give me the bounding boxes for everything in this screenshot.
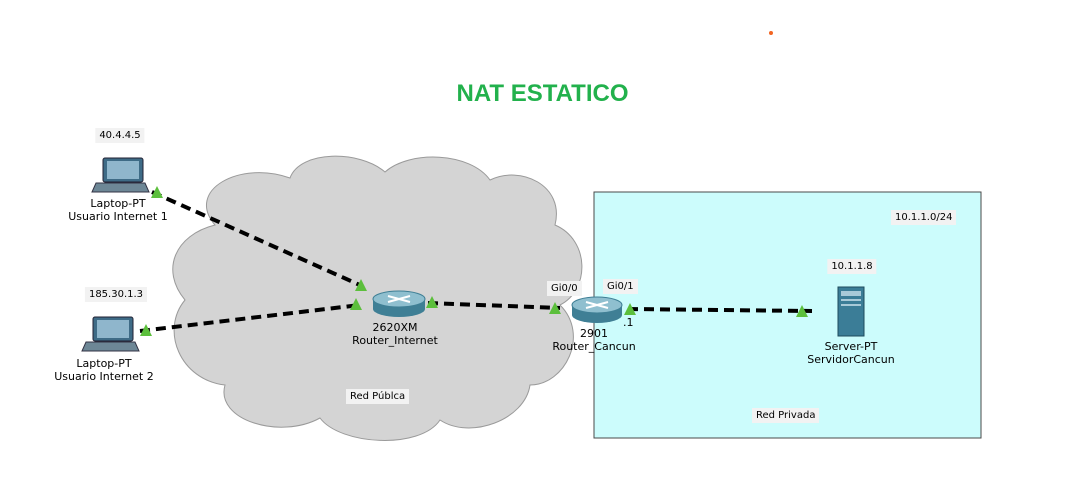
link-status-icon — [151, 186, 163, 198]
accent-dot — [769, 31, 773, 35]
link-laptop1-router-internet — [151, 190, 363, 288]
router-cancun-gi00-label: Gi0/0 — [547, 281, 582, 296]
private-network-area — [593, 191, 982, 439]
link-status-icon — [624, 303, 636, 315]
laptop1-ip-label: 40.4.4.5 — [95, 128, 145, 143]
laptop2-name-label: Usuario Internet 2 — [54, 370, 154, 383]
link-status-icon — [796, 305, 808, 317]
diagram-title: NAT ESTATICO — [456, 80, 629, 107]
laptop-icon[interactable] — [81, 316, 140, 352]
link-status-icon — [426, 296, 438, 308]
laptop-icon[interactable] — [91, 157, 150, 193]
link-status-icon — [140, 324, 152, 336]
router-icon[interactable] — [372, 290, 426, 317]
private-network-label: Red Privada — [752, 408, 820, 423]
router-cancun-gi01-label: Gi0/1 — [603, 279, 638, 294]
router-internet-model-label: 2620XM — [372, 321, 418, 334]
link-status-icon — [355, 279, 367, 291]
link-laptop2-router-internet — [139, 303, 361, 333]
server-name-label: ServidorCancun — [807, 353, 895, 366]
laptop2-ip-label: 185.30.1.3 — [84, 287, 148, 302]
private-network-address-label: 10.1.1.0/24 — [891, 210, 957, 225]
link-router-cancun-server — [627, 307, 813, 313]
server-ip-label: 10.1.1.8 — [827, 259, 877, 274]
router-cancun-name-label: Router_Cancun — [552, 340, 636, 353]
laptop2-model-label: Laptop-PT — [76, 357, 132, 370]
router-internet-name-label: Router_Internet — [352, 334, 438, 347]
router-cancun-model-label: 2901 — [580, 327, 608, 340]
laptop1-model-label: Laptop-PT — [90, 197, 146, 210]
public-network-label: Red Públca — [346, 389, 410, 404]
laptop1-name-label: Usuario Internet 1 — [68, 210, 168, 223]
router-cancun-gi01-ip-label: .1 — [623, 316, 634, 329]
link-status-icon — [350, 298, 362, 310]
link-status-icon — [549, 302, 561, 314]
link-router-internet-router-cancun — [427, 301, 561, 310]
server-icon[interactable] — [837, 286, 865, 337]
server-model-label: Server-PT — [824, 340, 878, 353]
router-icon[interactable] — [571, 296, 623, 323]
